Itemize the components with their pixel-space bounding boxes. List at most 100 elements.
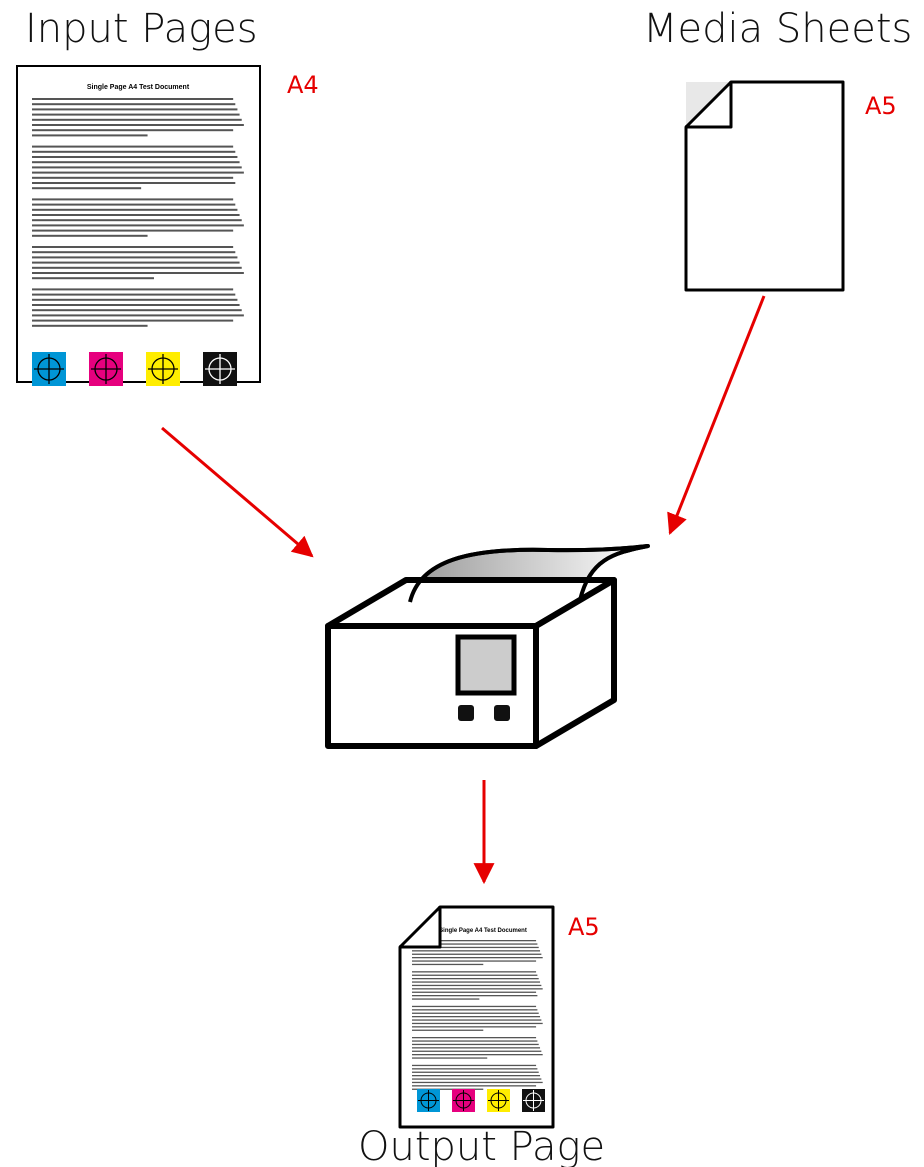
text-line-placeholder (412, 1037, 536, 1038)
input-a4-page: Single Page A4 Test Document (17, 66, 260, 386)
text-line-placeholder (32, 209, 237, 211)
text-line-placeholder (412, 992, 536, 993)
text-line-placeholder (32, 146, 233, 148)
printer-button-icon (494, 705, 510, 721)
printer-button-icon (458, 705, 474, 721)
cyan-target-icon (32, 352, 66, 386)
text-line-placeholder (32, 294, 235, 296)
text-line-placeholder (412, 995, 537, 996)
text-line-placeholder (412, 1009, 537, 1010)
text-line-placeholder (412, 981, 540, 982)
input-pages-heading: Input Pages (25, 6, 258, 52)
output-page-size-label: A5 (568, 913, 600, 941)
text-line-placeholder (32, 230, 233, 232)
text-line-placeholder (412, 971, 536, 972)
text-line-placeholder (412, 1082, 543, 1083)
text-line-placeholder (32, 198, 233, 200)
text-line-placeholder (32, 219, 242, 221)
text-line-placeholder (412, 1051, 541, 1052)
text-line-placeholder (32, 256, 237, 258)
output-a5-page: Single Page A4 Test Document (400, 907, 553, 1127)
text-line-placeholder (32, 119, 242, 121)
text-line-placeholder (412, 975, 537, 976)
text-line-placeholder (32, 214, 240, 216)
text-line-placeholder (32, 134, 148, 136)
output-page-heading: Output Page (358, 1124, 605, 1167)
text-line-placeholder (32, 161, 240, 163)
text-line-placeholder (412, 1030, 483, 1031)
text-line-placeholder (412, 1068, 537, 1069)
text-line-placeholder (32, 272, 244, 274)
text-line-placeholder (412, 1013, 539, 1014)
text-line-placeholder (412, 985, 541, 986)
text-line-placeholder (32, 98, 233, 100)
text-line-placeholder (32, 182, 235, 184)
text-line-placeholder (32, 204, 235, 206)
text-line-placeholder (412, 957, 543, 958)
text-line-placeholder (412, 964, 483, 965)
media-a5-sheet (686, 82, 843, 290)
text-line-placeholder (32, 288, 233, 290)
printer-icon (328, 546, 648, 746)
text-line-placeholder (32, 304, 240, 306)
input-page-title: Single Page A4 Test Document (87, 84, 190, 91)
text-line-placeholder (32, 309, 242, 311)
text-line-placeholder (32, 156, 237, 158)
text-line-placeholder (32, 151, 235, 153)
text-line-placeholder (32, 224, 244, 226)
text-line-placeholder (32, 187, 141, 189)
text-line-placeholder (32, 262, 240, 264)
text-line-placeholder (32, 177, 233, 179)
text-line-placeholder (412, 1026, 536, 1027)
text-line-placeholder (412, 1072, 539, 1073)
text-line-placeholder (32, 251, 235, 253)
text-line-placeholder (32, 246, 233, 248)
text-line-placeholder (32, 235, 148, 237)
magenta-target-icon (452, 1089, 475, 1112)
text-line-placeholder (412, 978, 539, 979)
magenta-target-icon (89, 352, 123, 386)
text-line-placeholder (412, 1006, 536, 1007)
black-target-icon (522, 1089, 545, 1112)
text-line-placeholder (412, 1057, 487, 1058)
black-target-icon (203, 352, 237, 386)
text-line-placeholder (32, 314, 244, 316)
text-line-placeholder (32, 166, 242, 168)
cyan-target-icon (417, 1089, 440, 1112)
text-line-placeholder (32, 124, 244, 126)
printer-screen-icon (458, 637, 514, 693)
text-line-placeholder (32, 172, 244, 174)
text-line-placeholder (32, 103, 235, 105)
text-line-placeholder (412, 1047, 540, 1048)
text-line-placeholder (32, 108, 237, 110)
media-sheets-heading: Media Sheets (643, 6, 912, 52)
text-line-placeholder (412, 1065, 536, 1066)
text-line-placeholder (32, 277, 154, 279)
text-line-placeholder (412, 960, 536, 961)
text-line-placeholder (32, 267, 242, 269)
text-line-placeholder (412, 1078, 541, 1079)
text-line-placeholder (412, 1054, 543, 1055)
text-line-placeholder (412, 1023, 543, 1024)
input-page-size-label: A4 (287, 71, 319, 99)
media-to-printer-arrow (670, 296, 764, 533)
yellow-target-icon (146, 352, 180, 386)
input-to-printer-arrow (162, 428, 312, 556)
text-line-placeholder (412, 1016, 540, 1017)
text-line-placeholder (32, 299, 237, 301)
text-line-placeholder (412, 954, 541, 955)
output-page-title: Single Page A4 Test Document (439, 928, 527, 934)
text-line-placeholder (412, 1040, 537, 1041)
text-line-placeholder (412, 1019, 541, 1020)
text-line-placeholder (412, 1075, 540, 1076)
text-line-placeholder (412, 1085, 536, 1086)
text-line-placeholder (32, 114, 240, 116)
text-line-placeholder (412, 998, 479, 999)
text-line-placeholder (32, 320, 233, 322)
yellow-target-icon (487, 1089, 510, 1112)
media-sheet-size-label: A5 (865, 92, 897, 120)
text-line-placeholder (412, 988, 543, 989)
text-line-placeholder (412, 950, 540, 951)
text-line-placeholder (412, 1044, 539, 1045)
